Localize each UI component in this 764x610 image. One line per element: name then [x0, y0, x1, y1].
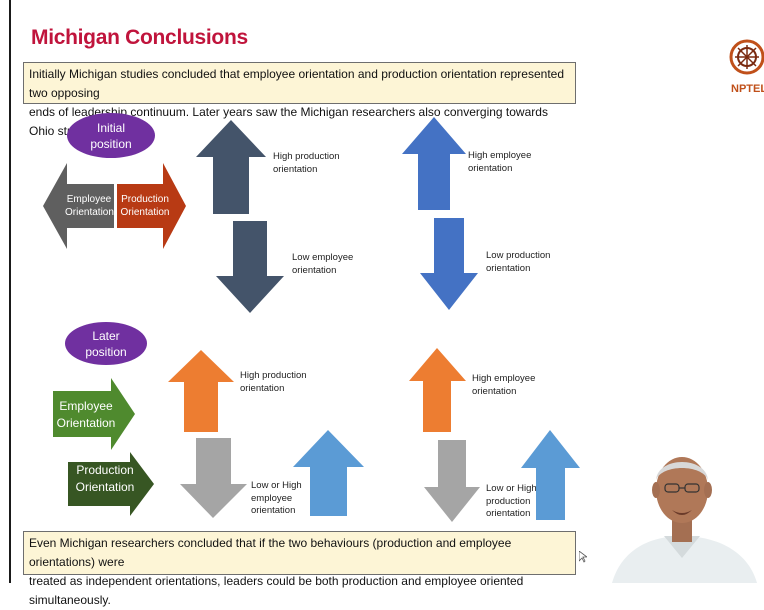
later-high-employee-up-arrow [409, 348, 466, 432]
initial-employee-line-1: Employee [66, 194, 112, 205]
initial-left-up-label: High production orientation [273, 151, 340, 176]
initial-high-production-up-arrow [196, 120, 266, 214]
intro-textbox: Initially Michigan studies concluded tha… [23, 62, 576, 138]
later-left-up-label: High production orientation [240, 370, 307, 395]
later-production-down-arrow [424, 440, 480, 522]
initial-production-line-1: Production [121, 194, 169, 205]
initial-left-down-line-1: Low employee [292, 252, 354, 263]
initial-production-text: Production Orientation [119, 193, 171, 219]
initial-label-line-2: position [90, 136, 132, 151]
presenter-video [602, 428, 764, 583]
initial-low-employee-down-arrow [216, 221, 284, 313]
production-orientation-right-arrow [117, 163, 186, 249]
later-right-down-line-1: Low or High [486, 483, 537, 494]
later-label-line-1: Later [92, 328, 120, 343]
initial-left-up-line-2: orientation [273, 163, 318, 175]
employee-orientation-left-arrow [43, 163, 114, 249]
left-edge-bar [9, 0, 11, 583]
nptel-logo-text: NPTEL [731, 83, 764, 95]
later-production-text: Production Orientation [70, 462, 140, 496]
slide-title: Michigan Conclusions [31, 26, 248, 49]
initial-left-down-label: Low employee orientation [292, 252, 353, 277]
later-right-down-line-3: orientation [486, 508, 531, 519]
later-production-line-2: Orientation [75, 480, 135, 494]
later-right-up-line-2: orientation [472, 385, 517, 397]
later-right-up-line-1: High employee [472, 373, 536, 384]
initial-left-down-line-2: orientation [292, 264, 337, 276]
later-production-line-1: Production [76, 463, 134, 477]
initial-right-up-line-2: orientation [468, 162, 513, 174]
initial-label-line-1: Initial [96, 120, 125, 135]
later-left-up-line-2: orientation [240, 382, 285, 394]
conclusion-line-1: Even Michigan researchers concluded that… [29, 536, 512, 569]
initial-position-label: Initial position [67, 113, 155, 158]
initial-right-up-line-1: High employee [468, 150, 532, 161]
later-left-down-label: Low or High employee orientation [251, 480, 302, 518]
later-employee-orientation-arrow [53, 378, 135, 450]
later-left-up-line-1: High production [240, 370, 307, 381]
initial-employee-line-2: Orientation [65, 207, 114, 218]
later-left-down-line-3: orientation [251, 505, 296, 516]
later-employee-line-1: Employee [59, 399, 113, 413]
conclusion-line-2: treated as independent orientations, lea… [29, 574, 524, 607]
initial-right-down-label: Low production orientation [486, 250, 550, 275]
initial-low-production-down-arrow [420, 218, 478, 310]
initial-left-up-line-1: High production [273, 151, 340, 162]
initial-high-employee-up-arrow [402, 117, 466, 210]
later-employee-text: Employee Orientation [55, 398, 117, 432]
initial-right-down-line-1: Low production [486, 250, 551, 261]
later-right-down-label: Low or High production orientation [486, 483, 537, 521]
later-high-production-up-arrow [168, 350, 234, 432]
later-production-orientation-arrow [68, 452, 154, 516]
initial-production-line-2: Orientation [120, 207, 170, 218]
conclusion-textbox: Even Michigan researchers concluded that… [23, 531, 576, 607]
later-employee-up-arrow [293, 430, 364, 516]
later-left-down-line-1: Low or High [251, 480, 302, 491]
nptel-logo [729, 39, 764, 75]
later-label-line-2: position [85, 344, 127, 359]
later-right-up-label: High employee orientation [472, 373, 535, 398]
later-position-label: Later position [65, 322, 147, 365]
mouse-cursor-icon [579, 551, 587, 563]
later-employee-line-2: Orientation [56, 416, 116, 430]
initial-employee-text: Employee Orientation [65, 193, 114, 219]
initial-right-up-label: High employee orientation [468, 150, 531, 175]
later-left-down-line-2: employee [251, 492, 293, 504]
later-right-down-line-2: production [486, 495, 531, 507]
intro-line-1: Initially Michigan studies concluded tha… [29, 67, 565, 100]
later-employee-down-arrow [180, 438, 247, 518]
initial-right-down-line-2: orientation [486, 262, 531, 274]
later-production-up-arrow [521, 430, 580, 520]
